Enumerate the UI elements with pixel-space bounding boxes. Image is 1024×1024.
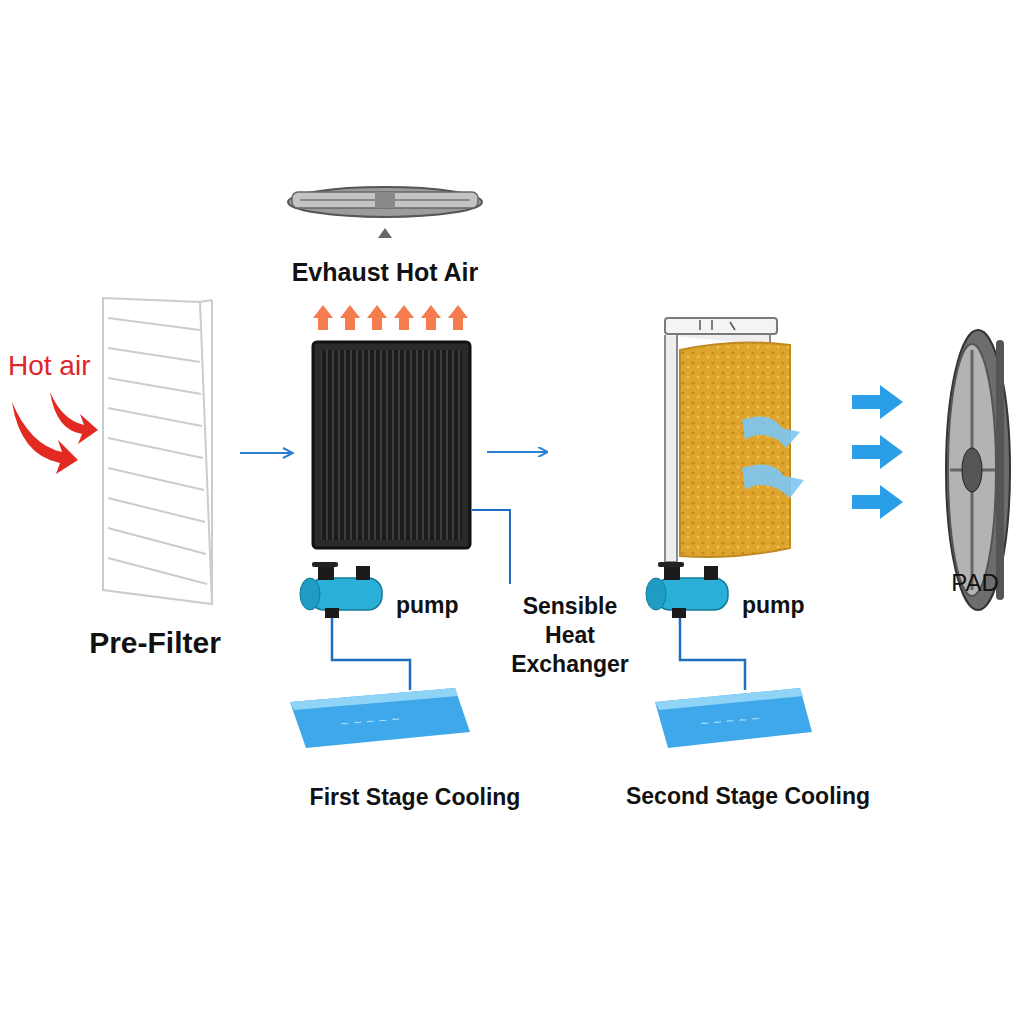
pump-symbol [646, 562, 745, 690]
pump-symbol [300, 562, 410, 690]
stage-label: Second Stage Cooling [626, 783, 870, 809]
hot-air-arrows [12, 392, 98, 474]
water-tray: ~ ~ ~ ~ ~ [655, 688, 812, 748]
stage-label: First Stage Cooling [310, 784, 521, 810]
pump-label: pump [742, 592, 805, 618]
cooling-pad [665, 318, 804, 562]
airflow-connector [240, 452, 293, 454]
airflow-arrows [852, 385, 903, 519]
airflow-arrow [487, 451, 547, 453]
water-tray: ~ ~ ~ ~ ~ [290, 688, 470, 748]
pump-label: pump [396, 592, 459, 618]
leader-line [472, 510, 510, 584]
heat-exchanger-label: Sensible Heat Exchanger [500, 592, 640, 679]
exhaust-arrows [313, 305, 468, 330]
fan-label: PAD [951, 569, 999, 597]
diagram-part: Sensible Heat Exchanger [313, 342, 470, 548]
exhaust-label: Evhaust Hot Air [292, 258, 479, 287]
svg-text:~ ~ ~ ~ ~: ~ ~ ~ ~ ~ [700, 712, 761, 730]
pre-filter-grille [103, 298, 212, 604]
pre-filter-label: Pre-Filter [70, 625, 240, 661]
diagram-part: Pre-Filter [70, 295, 240, 665]
heat-exchanger-block [313, 342, 470, 548]
exhaust-fan [288, 187, 482, 238]
svg-text:~ ~ ~ ~ ~: ~ ~ ~ ~ ~ [340, 712, 401, 730]
fan-symbol [946, 330, 1010, 610]
hot-air-label: Hot air [8, 350, 90, 382]
